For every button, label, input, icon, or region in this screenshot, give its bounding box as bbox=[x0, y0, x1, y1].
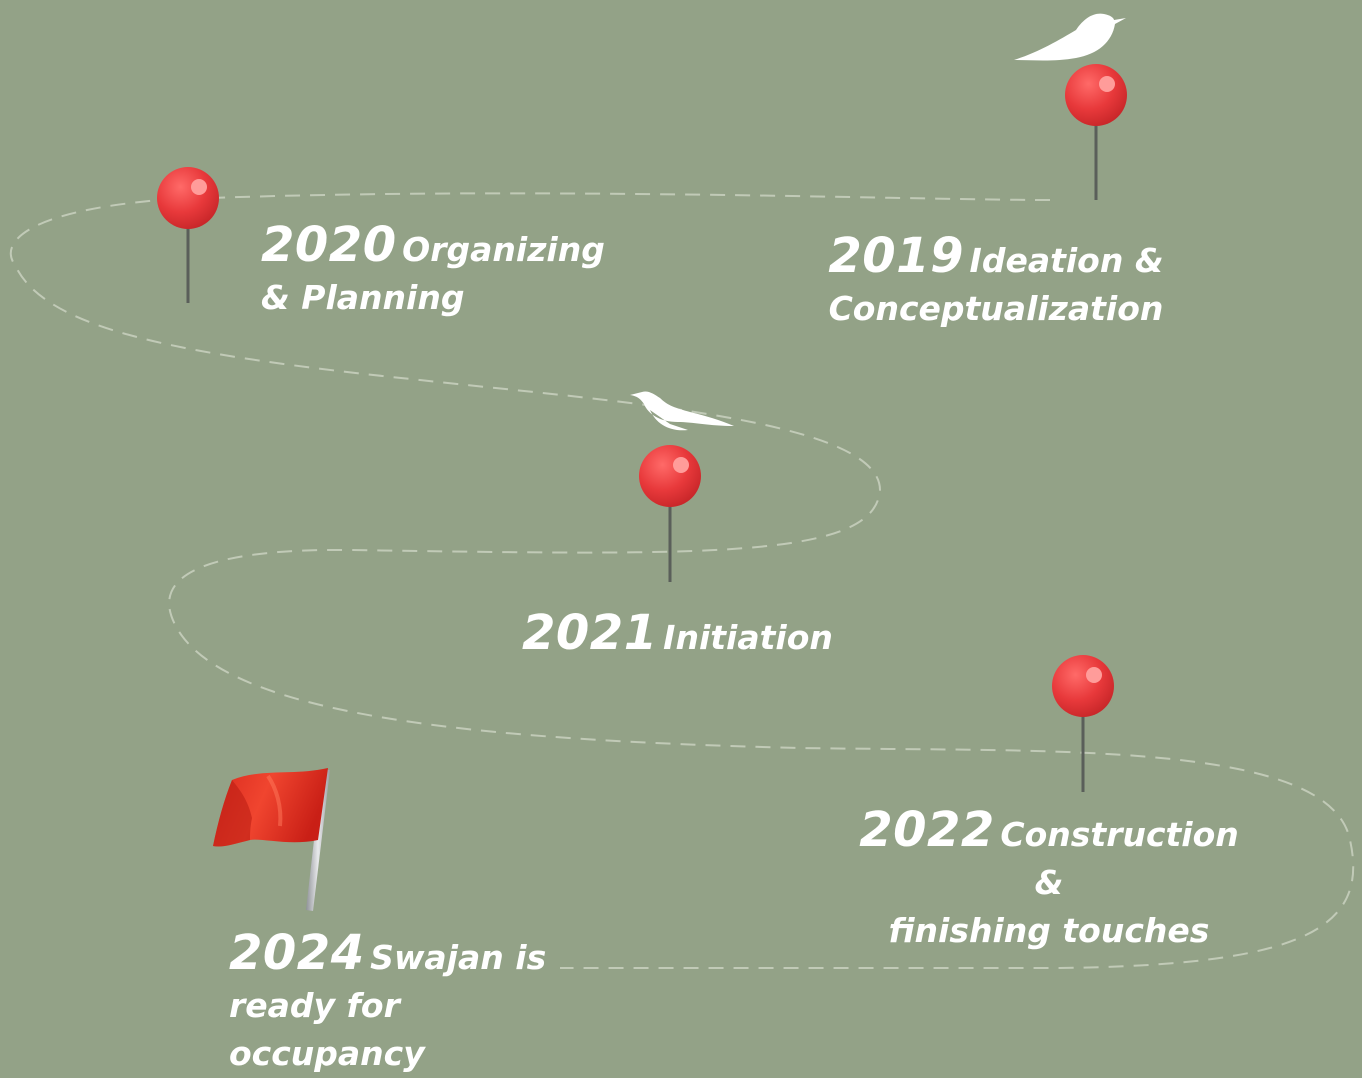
red-flag-icon bbox=[213, 768, 330, 911]
timeline-path bbox=[9, 192, 1355, 969]
map-pin-icon-2021 bbox=[639, 445, 701, 582]
milestone-2024: 2024 Swajan is ready for occupancy bbox=[229, 925, 559, 1078]
milestone-2022: 2022 Construction & finishing touches bbox=[845, 802, 1253, 955]
milestone-desc: Initiation bbox=[663, 618, 833, 657]
milestone-desc: ready for bbox=[229, 986, 400, 1025]
milestone-desc: Organizing bbox=[402, 230, 605, 269]
milestone-desc: finishing touches bbox=[888, 911, 1210, 950]
milestone-desc: Ideation & bbox=[969, 241, 1164, 280]
map-pin-icon-2020 bbox=[157, 167, 219, 303]
milestone-2020: 2020 Organizing & Planning bbox=[261, 217, 621, 322]
bird-icon bbox=[630, 391, 734, 431]
milestone-desc: Conceptualization bbox=[828, 289, 1164, 328]
map-pin-icon-2022 bbox=[1052, 655, 1114, 792]
milestone-desc: Construction & bbox=[1000, 815, 1239, 902]
milestone-2019: 2019 Ideation & Conceptualization bbox=[826, 228, 1166, 333]
milestone-2021: 2021 Initiation bbox=[522, 605, 842, 662]
milestone-year: 2019 bbox=[828, 228, 964, 284]
milestone-desc: Swajan is bbox=[370, 938, 547, 977]
milestone-year: 2020 bbox=[261, 217, 397, 273]
milestone-desc: & Planning bbox=[261, 278, 465, 317]
milestone-year: 2022 bbox=[859, 802, 995, 858]
map-pin-icon-2019 bbox=[1065, 64, 1127, 200]
bird-icon bbox=[1014, 13, 1126, 61]
milestone-year: 2024 bbox=[229, 925, 365, 981]
milestone-desc: occupancy bbox=[229, 1034, 425, 1073]
milestone-year: 2021 bbox=[522, 605, 658, 661]
